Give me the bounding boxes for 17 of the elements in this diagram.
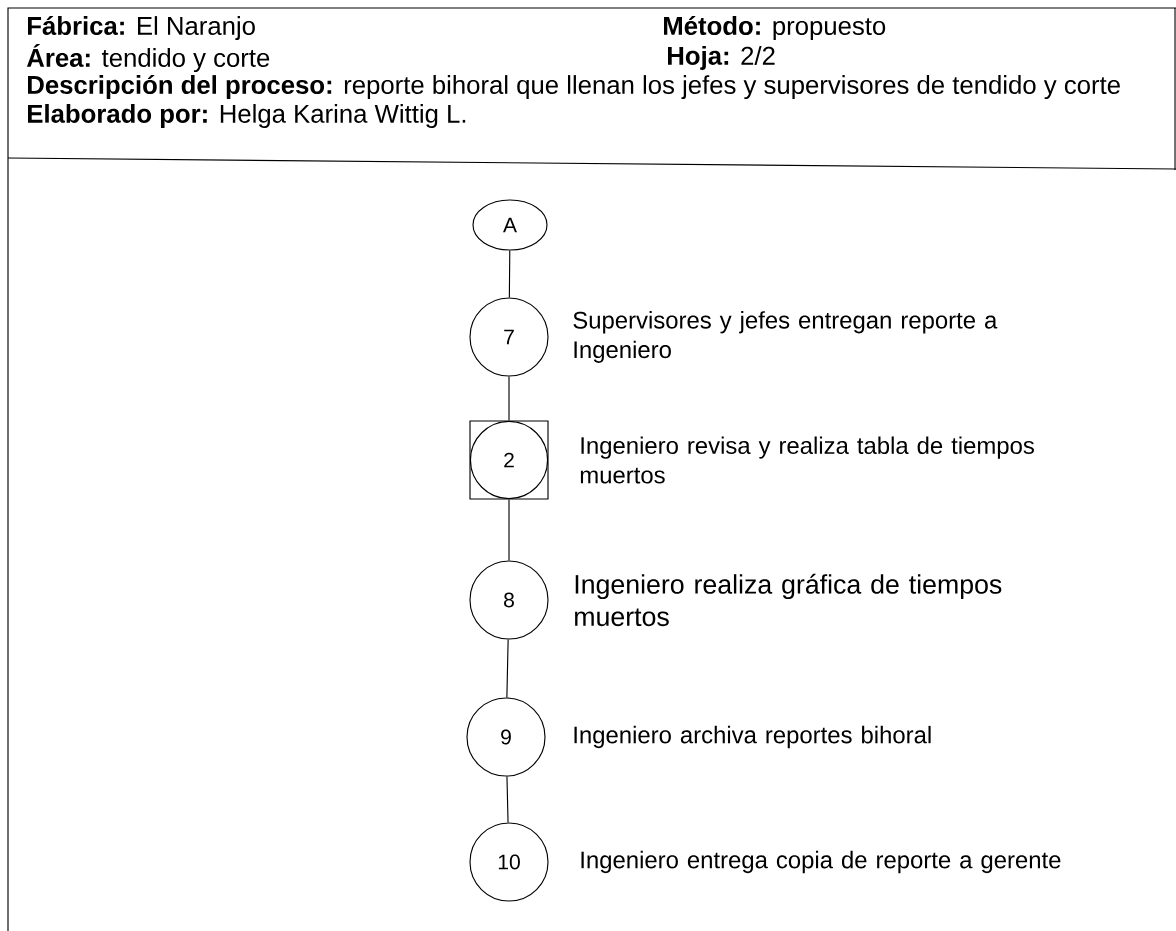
header-field: Método: propuesto bbox=[664, 15, 886, 41]
connector-oval: A bbox=[472, 199, 548, 251]
connector-line bbox=[508, 376, 510, 421]
connector-line bbox=[506, 776, 509, 823]
header-field: Fábrica: El Naranjo bbox=[28, 15, 255, 41]
step-description: Ingeniero entrega copia de reporte a gerente bbox=[581, 850, 1061, 874]
step-description: Ingeniero realiza gráfica de tiempos muertos bbox=[575, 573, 1002, 627]
connector-line bbox=[506, 639, 509, 698]
connector-line bbox=[508, 250, 511, 298]
step-description: Ingeniero revisa y realiza tabla de tiempos muertos bbox=[580, 436, 1034, 484]
header-field: Descripción del proceso: reporte bihoral que llenan los jefes y supervisores de tendido y corte bbox=[28, 74, 1120, 100]
header-field: Hoja: 2/2 bbox=[668, 46, 775, 70]
header-field: Elaborado por: Helga Karina Wittig L. bbox=[28, 104, 466, 128]
step-description: Ingeniero archiva reportes bihoral bbox=[574, 725, 931, 749]
step-description: Supervisores y jefes entregan reporte a Ingeniero bbox=[573, 311, 998, 363]
connector-line bbox=[508, 499, 510, 561]
header-field: Área: tendido y corte bbox=[26, 43, 270, 73]
